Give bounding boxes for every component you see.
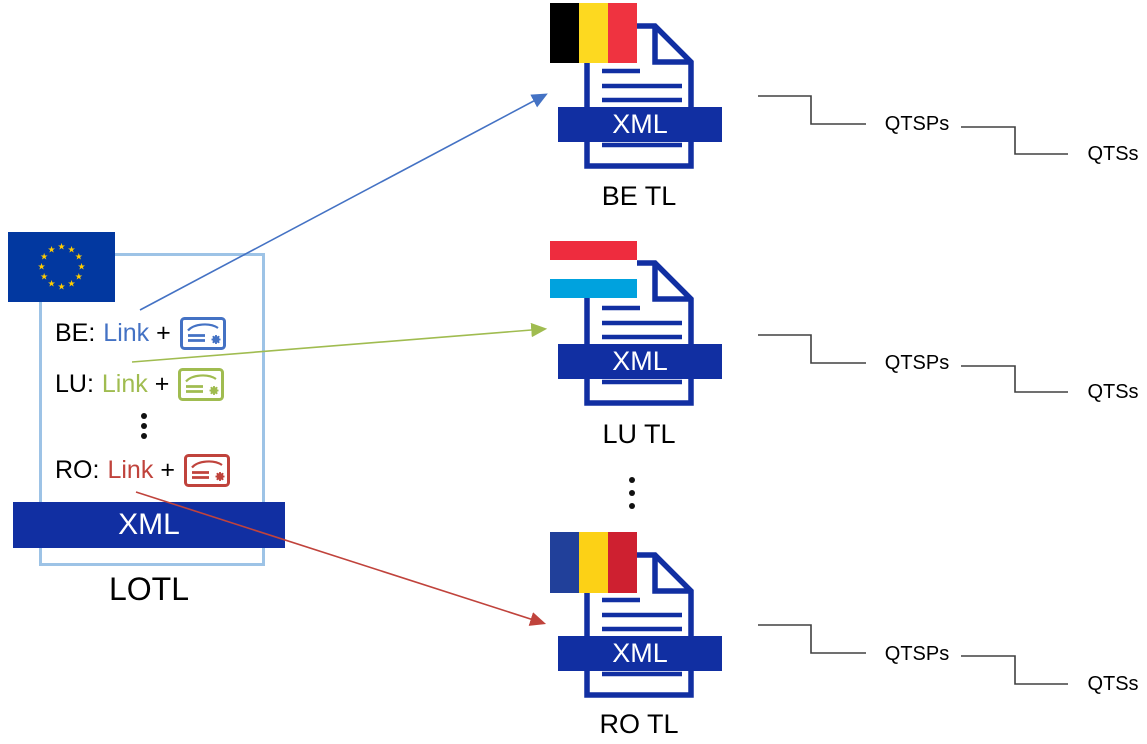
belgium-flag xyxy=(550,3,637,63)
ro-xml-banner: XML xyxy=(558,636,722,671)
lu-tl-label: LU TL xyxy=(602,419,676,449)
be-qtss-label: QTSs xyxy=(1087,143,1139,165)
vertical-ellipsis-tls xyxy=(629,473,635,512)
ro-qtss-label: QTSs xyxy=(1087,673,1139,695)
be-tl-to-qtsps-connector xyxy=(758,95,866,125)
luxembourg-flag xyxy=(550,241,637,298)
be-link-text[interactable]: Link xyxy=(103,318,150,347)
lu-tl-to-qtsps-connector xyxy=(758,334,866,364)
gear-icon xyxy=(209,385,219,395)
lu-xml-banner: XML xyxy=(558,344,722,379)
ro-link-text[interactable]: Link xyxy=(107,455,154,484)
gear-icon xyxy=(211,334,221,344)
country-code-ro: RO: xyxy=(55,455,100,484)
ro-xml-banner-label: XML xyxy=(612,638,668,668)
lu-qtss-label: QTSs xyxy=(1087,381,1139,403)
eu-flag: ★★★★★★★★★★★★ xyxy=(8,232,115,302)
lotl-xml-banner-label: XML xyxy=(118,508,180,541)
be-xml-banner: XML xyxy=(558,107,722,142)
be-qtsps-label: QTSPs xyxy=(884,113,950,135)
gear-icon xyxy=(215,471,225,481)
ro-tl-to-qtsps-connector xyxy=(758,624,866,654)
lu-xml-banner-label: XML xyxy=(612,346,668,376)
vertical-ellipsis-lotl xyxy=(141,411,147,441)
romania-flag xyxy=(550,532,637,593)
lotl-entry-be: BE: Link + xyxy=(55,316,226,350)
country-code-be: BE: xyxy=(55,318,96,347)
plus-sign: + xyxy=(154,369,170,398)
certificate-icon-ro xyxy=(183,453,230,487)
lotl-entry-ro: RO: Link + xyxy=(55,453,230,487)
certificate-icon-lu xyxy=(178,367,225,401)
lotl-xml-banner: XML xyxy=(13,502,285,548)
plus-sign: + xyxy=(156,318,171,347)
lu-qtsps-label: QTSPs xyxy=(884,352,950,374)
lotl-label: LOTL xyxy=(108,571,190,607)
be-qtsps-to-qtss-connector xyxy=(961,126,1068,155)
plus-sign: + xyxy=(160,455,175,484)
certificate-icon-be xyxy=(179,316,226,350)
ro-qtsps-label: QTSPs xyxy=(884,643,950,665)
be-xml-banner-label: XML xyxy=(612,109,668,139)
lu-qtsps-to-qtss-connector xyxy=(961,365,1068,393)
ro-tl-label: RO TL xyxy=(599,709,679,739)
be-tl-label: BE TL xyxy=(601,181,677,211)
lu-link-text[interactable]: Link xyxy=(101,369,148,398)
lotl-entry-lu: LU: Link + xyxy=(55,367,225,401)
country-code-lu: LU: xyxy=(55,369,94,398)
ro-qtsps-to-qtss-connector xyxy=(961,655,1068,685)
